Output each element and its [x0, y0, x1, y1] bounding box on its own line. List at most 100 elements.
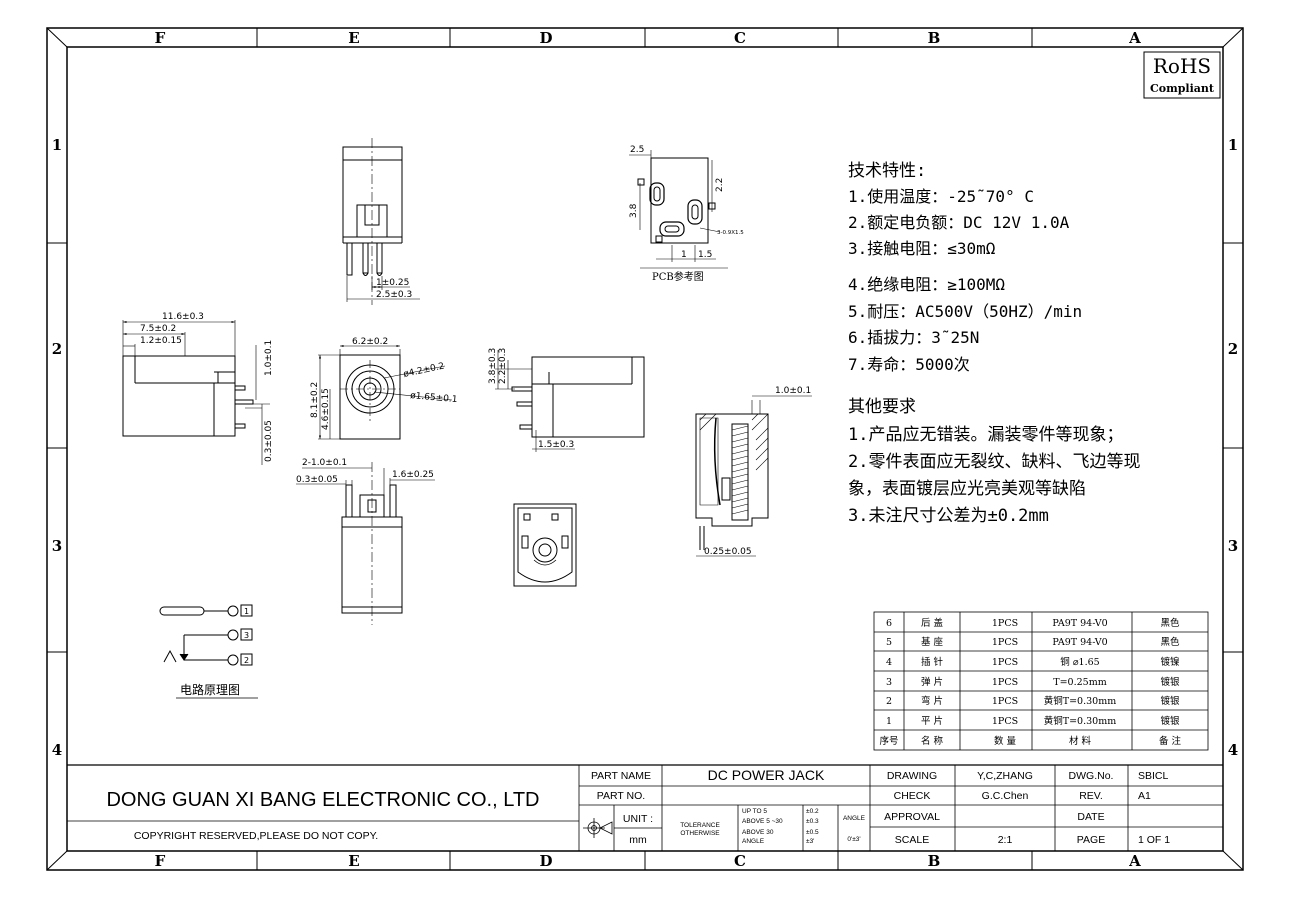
- bom-cell: 镀银: [1160, 676, 1180, 688]
- angle-value: 0'±3': [847, 836, 860, 843]
- bom-cell: 黄铜T=0.30mm: [1044, 715, 1116, 727]
- check-value: G.C.Chen: [982, 790, 1029, 802]
- schematic-pin-2: 2: [244, 656, 249, 665]
- zone-row-1-right: 1: [1228, 136, 1238, 154]
- rev-label: REV.: [1079, 790, 1103, 802]
- dim-side-d2: 1.2±0.15: [140, 336, 182, 346]
- part-name-value: DC POWER JACK: [708, 767, 825, 783]
- bill-of-materials: 6 后 盖 1PCS PA9T 94-V0 黑色 5 基 座 1PCS PA9T…: [873, 611, 1209, 751]
- zone-col-f: F: [155, 29, 166, 47]
- dim-pcb-bottom1: 1: [681, 250, 687, 260]
- zone-col-a: A: [1128, 29, 1141, 47]
- zone-col-c-bottom: C: [734, 852, 746, 870]
- dim-front-width: 6.2±0.2: [352, 337, 388, 347]
- spec-line: 6.插拔力：3˜25N: [848, 328, 979, 347]
- bom-cell: 黄铜T=0.30mm: [1044, 695, 1116, 707]
- bom-cell: PA9T 94-V0: [1052, 637, 1107, 648]
- dim-pcb-left: 3.8: [629, 203, 639, 218]
- other-line: 2.零件表面应无裂纹、缺料、飞边等现: [848, 452, 1140, 472]
- spec-line: 7.寿命：5000次: [848, 355, 970, 374]
- tolerance-range: ABOVE 30: [742, 829, 774, 836]
- rohs-label: RoHS: [1153, 54, 1211, 78]
- date-label: DATE: [1077, 811, 1104, 823]
- bom-cell: 1PCS: [992, 618, 1018, 629]
- bom-cell: 黑色: [1160, 636, 1180, 648]
- bom-cell: 4: [886, 657, 892, 668]
- bom-cell: T=0.25mm: [1053, 677, 1106, 688]
- bom-cell: 1PCS: [992, 716, 1018, 727]
- projection-symbol-icon: [583, 818, 613, 838]
- bom-header-cell: 序号: [879, 735, 898, 747]
- rev-value: A1: [1138, 790, 1151, 802]
- tolerance-value: ±0.3: [806, 818, 819, 825]
- section-view: [695, 395, 812, 557]
- bom-cell: 3: [886, 677, 892, 688]
- spec-line: 2.额定电负额：DC 12V 1.0A: [848, 213, 1070, 232]
- dim-section-bottom: 0.25±0.05: [704, 547, 752, 557]
- scale-value: 2:1: [998, 834, 1013, 846]
- dim-pcb-right: 2.2: [715, 178, 725, 192]
- top-view: [342, 138, 420, 305]
- technical-specs: 技术特性: 1.使用温度：-25˜70° C 2.额定电负额：DC 12V 1.…: [848, 161, 1140, 526]
- dim-pcb-top: 2.5: [630, 145, 644, 155]
- part-no-label: PART NO.: [597, 790, 645, 802]
- dim-pcb-hole: 3-0.9X1.5: [717, 230, 744, 236]
- dim-section-top: 1.0±0.1: [775, 386, 811, 396]
- tolerance-range: ANGLE: [742, 838, 765, 845]
- zone-row-4: 4: [52, 741, 62, 759]
- pcb-footprint: [629, 150, 728, 269]
- bom-cell: 5: [886, 637, 892, 648]
- dim-side-height: 1.0±0.1: [264, 340, 274, 376]
- zone-columns-top: F E D C B A: [155, 29, 1142, 47]
- zone-col-c: C: [734, 29, 746, 47]
- bom-cell: 6: [886, 618, 892, 629]
- bom-cell: 1PCS: [992, 696, 1018, 707]
- bom-cell: 黑色: [1160, 617, 1180, 629]
- other-line: 3.未注尺寸公差为±0.2mm: [848, 506, 1049, 526]
- other-requirements-heading: 其他要求: [848, 397, 916, 417]
- dim-bottom-d2: 1.6±0.25: [392, 470, 434, 480]
- approval-label: APPROVAL: [884, 811, 940, 823]
- bom-row: 6 后 盖 1PCS PA9T 94-V0 黑色: [886, 617, 1180, 629]
- zone-row-2-right: 2: [1228, 340, 1238, 358]
- bom-cell: 镀银: [1160, 715, 1180, 727]
- zone-col-d-bottom: D: [539, 852, 552, 870]
- zone-col-f-bottom: F: [155, 852, 166, 870]
- schematic-pin-1: 1: [244, 607, 249, 616]
- bom-header-cell: 材 料: [1069, 735, 1092, 747]
- bom-cell: 插 针: [921, 656, 944, 668]
- other-line: 象，表面镀层应光亮美观等缺陷: [848, 479, 1086, 499]
- bom-cell: 1PCS: [992, 677, 1018, 688]
- schematic-pin-3: 3: [244, 631, 249, 640]
- bom-cell: 弯 片: [921, 695, 943, 707]
- unit-label: UNIT :: [623, 813, 653, 825]
- bom-cell: 1PCS: [992, 657, 1018, 668]
- dim-front-d2: ø1.65±0.1: [410, 391, 458, 405]
- dim-rside-h1: 3.8±0.3: [488, 348, 498, 384]
- bom-cell: 平 片: [921, 715, 943, 727]
- bom-header-cell: 数 量: [994, 735, 1017, 747]
- spec-line: 1.使用温度：-25˜70° C: [848, 187, 1034, 206]
- dim-bottom-d1: 2-1.0±0.1: [302, 458, 347, 468]
- bom-row: 4 插 针 1PCS 铜 ⌀1.65 镀镍: [886, 656, 1180, 668]
- bom-header-cell: 备 注: [1159, 735, 1182, 747]
- zone-col-a-bottom: A: [1128, 852, 1141, 870]
- tolerance-range: UP TO 5: [742, 808, 767, 815]
- bom-row: 1 平 片 1PCS 黄铜T=0.30mm 镀银: [886, 715, 1180, 727]
- bom-row: 2 弯 片 1PCS 黄铜T=0.30mm 镀银: [886, 695, 1180, 707]
- spec-line: 3.接触电阻：≤30mΩ: [848, 239, 996, 258]
- page-label: PAGE: [1077, 834, 1105, 846]
- zone-rows-left: 1 2 3 4: [52, 136, 62, 759]
- dim-front-height2: 4.6±0.15: [321, 388, 331, 430]
- spec-line: 4.绝缘电阻：≥100MΩ: [848, 275, 1005, 294]
- zone-col-b: B: [928, 29, 941, 47]
- zone-col-e: E: [348, 29, 359, 47]
- dim-pin-width: 2.5±0.3: [376, 290, 412, 300]
- scale-label: SCALE: [895, 834, 929, 846]
- dwg-no-value: SBICL: [1138, 770, 1169, 782]
- part-name-label: PART NAME: [591, 770, 651, 782]
- dim-bottom-d3: 0.3±0.05: [296, 475, 338, 485]
- dwg-no-label: DWG.No.: [1069, 770, 1114, 782]
- zone-col-b-bottom: B: [928, 852, 941, 870]
- bom-cell: 基 座: [921, 636, 944, 648]
